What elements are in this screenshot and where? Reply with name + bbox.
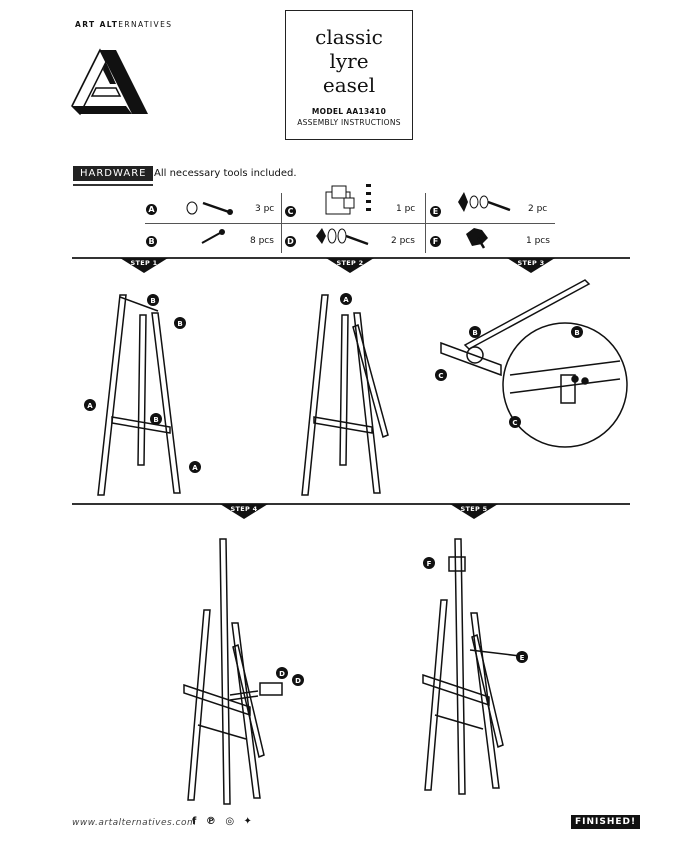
step-1-banner: STEP 1: [120, 258, 168, 273]
part-qty-a: 3 pc: [255, 204, 275, 214]
part-qty-b: 8 pcs: [250, 236, 274, 246]
callout-b2: B: [177, 320, 182, 328]
brand-rest: ERNATIVES: [118, 20, 173, 29]
part-qty-e: 2 pc: [528, 204, 548, 214]
part-letter-b: B: [146, 236, 157, 247]
knob-icon: [466, 228, 488, 249]
callout-b4: B: [472, 329, 477, 337]
callout-c2: C: [512, 419, 517, 427]
title-line-3: easel: [322, 73, 376, 97]
step-3-diagram: B C B C: [435, 279, 628, 448]
step-3-label: STEP 3: [517, 259, 545, 267]
part-letter-d: D: [285, 236, 296, 247]
part-qty-d: 2 pcs: [391, 236, 415, 246]
callout-b3: B: [153, 416, 158, 424]
step-4-diagram: D D: [183, 538, 304, 805]
website-link[interactable]: www.artalternatives.com: [72, 818, 197, 828]
part-letter-f: F: [430, 236, 441, 247]
steps-row2-rule: [72, 503, 630, 505]
step-5-banner: STEP 5: [450, 504, 498, 519]
screw-icon: [201, 229, 225, 244]
callout-b5: B: [574, 329, 579, 337]
part-letter-c: C: [285, 206, 296, 217]
callout-f1: F: [427, 560, 432, 568]
callout-d2: D: [295, 677, 301, 685]
part-qty-c: 1 pc: [396, 204, 416, 214]
part-letter-e: E: [430, 206, 441, 217]
bracket-icon: [325, 184, 371, 215]
callout-a3: A: [343, 296, 349, 304]
callout-b1: B: [150, 297, 155, 305]
callout-d1: D: [279, 670, 285, 678]
callout-e1: E: [520, 654, 525, 662]
hardware-underline: [73, 184, 153, 186]
hardware-label: HARDWARE: [73, 166, 154, 181]
step-1-label: STEP 1: [130, 259, 158, 267]
wingnut-bolt-icon: [316, 228, 369, 246]
brand-logo-icon: [71, 48, 148, 116]
assembly-subtitle: ASSEMBLY INSTRUCTIONS: [297, 118, 401, 127]
step-4-banner: STEP 4: [220, 504, 268, 519]
step-5-diagram: F E: [422, 538, 528, 795]
step-2-label: STEP 2: [336, 259, 364, 267]
finished-badge: FINISHED!: [571, 815, 641, 829]
step-2-banner: STEP 2: [326, 258, 374, 273]
callout-c1: C: [438, 372, 443, 380]
model-number: MODEL AA13410: [311, 107, 387, 116]
step-5-label: STEP 5: [460, 505, 488, 513]
steps-row1-rule: [72, 257, 630, 259]
step-4-label: STEP 4: [230, 505, 258, 513]
title-line-1: classic: [315, 25, 383, 49]
bolt-icon: [186, 201, 233, 215]
title-line-2: lyre: [329, 49, 369, 73]
step-2-diagram: A: [301, 293, 389, 496]
brand-name: ART ALTERNATIVES: [75, 20, 172, 29]
callout-a1: A: [87, 402, 93, 410]
social-icons[interactable]: f ℗ ◎ ✦: [192, 816, 255, 827]
brand-bold: ART ALT: [75, 20, 119, 29]
step-3-banner: STEP 3: [507, 258, 555, 273]
wingnut-screw-icon: [458, 192, 511, 212]
step-1-diagram: B B A B A: [84, 294, 201, 496]
hardware-table: [145, 193, 555, 253]
hardware-note: All necessary tools included.: [154, 168, 297, 179]
part-qty-f: 1 pcs: [526, 236, 550, 246]
title-box: classic lyre easel MODEL AA13410 ASSEMBL…: [285, 10, 413, 140]
callout-a2: A: [192, 464, 198, 472]
part-letter-a: A: [146, 204, 157, 215]
